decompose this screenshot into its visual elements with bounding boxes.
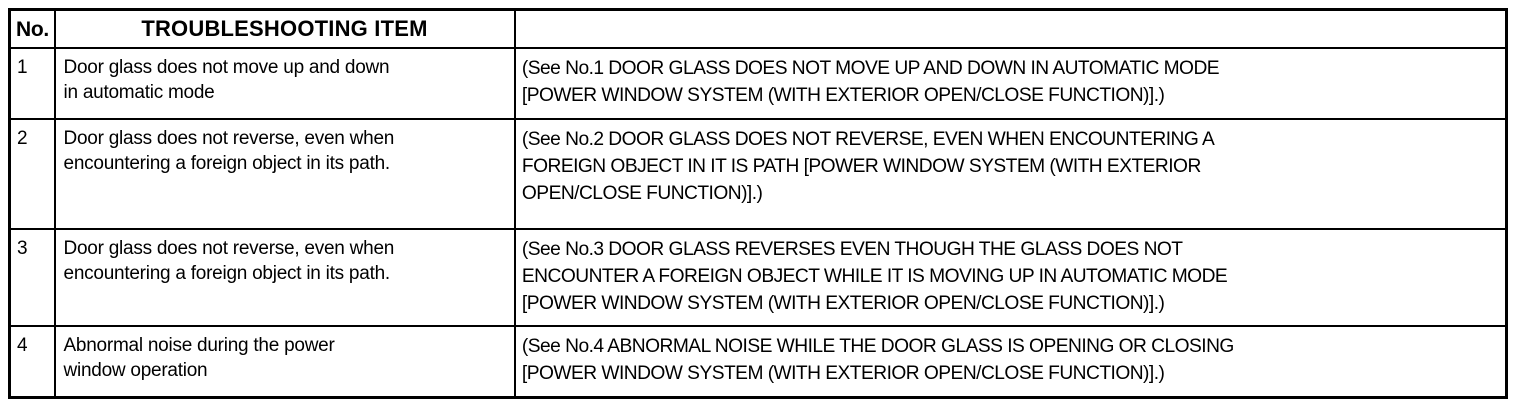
header-label-troubleshooting-item: TROUBLESHOOTING ITEM bbox=[141, 16, 428, 41]
row-item-text: Door glass does not reverse, even when e… bbox=[63, 128, 395, 174]
table-row: 1 Door glass does not move up and down i… bbox=[8, 47, 1508, 120]
header-cell-no: No. bbox=[8, 8, 56, 49]
row-reference-cell: (See No.4 ABNORMAL NOISE WHILE THE DOOR … bbox=[513, 325, 1508, 399]
row-number: 2 bbox=[17, 128, 28, 149]
row-item-cell: Door glass does not move up and down in … bbox=[53, 47, 516, 120]
row-item-text: Door glass does not reverse, even when e… bbox=[63, 238, 395, 284]
row-reference-cell: (See No.2 DOOR GLASS DOES NOT REVERSE, E… bbox=[513, 118, 1508, 230]
row-item-cell: Door glass does not reverse, even when e… bbox=[53, 118, 516, 230]
row-number: 4 bbox=[17, 335, 28, 356]
row-reference-text: (See No.2 DOOR GLASS DOES NOT REVERSE, E… bbox=[521, 128, 1214, 204]
row-number-cell: 2 bbox=[8, 118, 56, 230]
row-reference-text: (See No.3 DOOR GLASS REVERSES EVEN THOUG… bbox=[521, 238, 1227, 314]
row-number-cell: 3 bbox=[8, 228, 56, 327]
table-row: 3 Door glass does not reverse, even when… bbox=[8, 228, 1508, 327]
row-reference-text: (See No.1 DOOR GLASS DOES NOT MOVE UP AN… bbox=[521, 57, 1219, 106]
row-number-cell: 4 bbox=[8, 325, 56, 399]
header-cell-troubleshooting-item: TROUBLESHOOTING ITEM bbox=[53, 8, 516, 49]
row-reference-text: (See No.4 ABNORMAL NOISE WHILE THE DOOR … bbox=[521, 335, 1234, 384]
row-item-cell: Abnormal noise during the power window o… bbox=[53, 325, 516, 399]
header-cell-reference bbox=[513, 8, 1508, 49]
row-item-cell: Door glass does not reverse, even when e… bbox=[53, 228, 516, 327]
header-label-no: No. bbox=[16, 17, 49, 41]
row-reference-cell: (See No.1 DOOR GLASS DOES NOT MOVE UP AN… bbox=[513, 47, 1508, 120]
troubleshooting-table: No. TROUBLESHOOTING ITEM 1 bbox=[8, 8, 1508, 399]
row-number: 3 bbox=[17, 238, 28, 259]
row-number: 1 bbox=[17, 57, 28, 78]
row-item-text: Abnormal noise during the power window o… bbox=[63, 335, 335, 381]
row-reference-cell: (See No.3 DOOR GLASS REVERSES EVEN THOUG… bbox=[513, 228, 1508, 327]
row-item-text: Door glass does not move up and down in … bbox=[63, 57, 390, 103]
table-row: 2 Door glass does not reverse, even when… bbox=[8, 118, 1508, 230]
table-row: 4 Abnormal noise during the power window… bbox=[8, 325, 1508, 399]
table-header-row: No. TROUBLESHOOTING ITEM bbox=[8, 8, 1508, 49]
row-number-cell: 1 bbox=[8, 47, 56, 120]
